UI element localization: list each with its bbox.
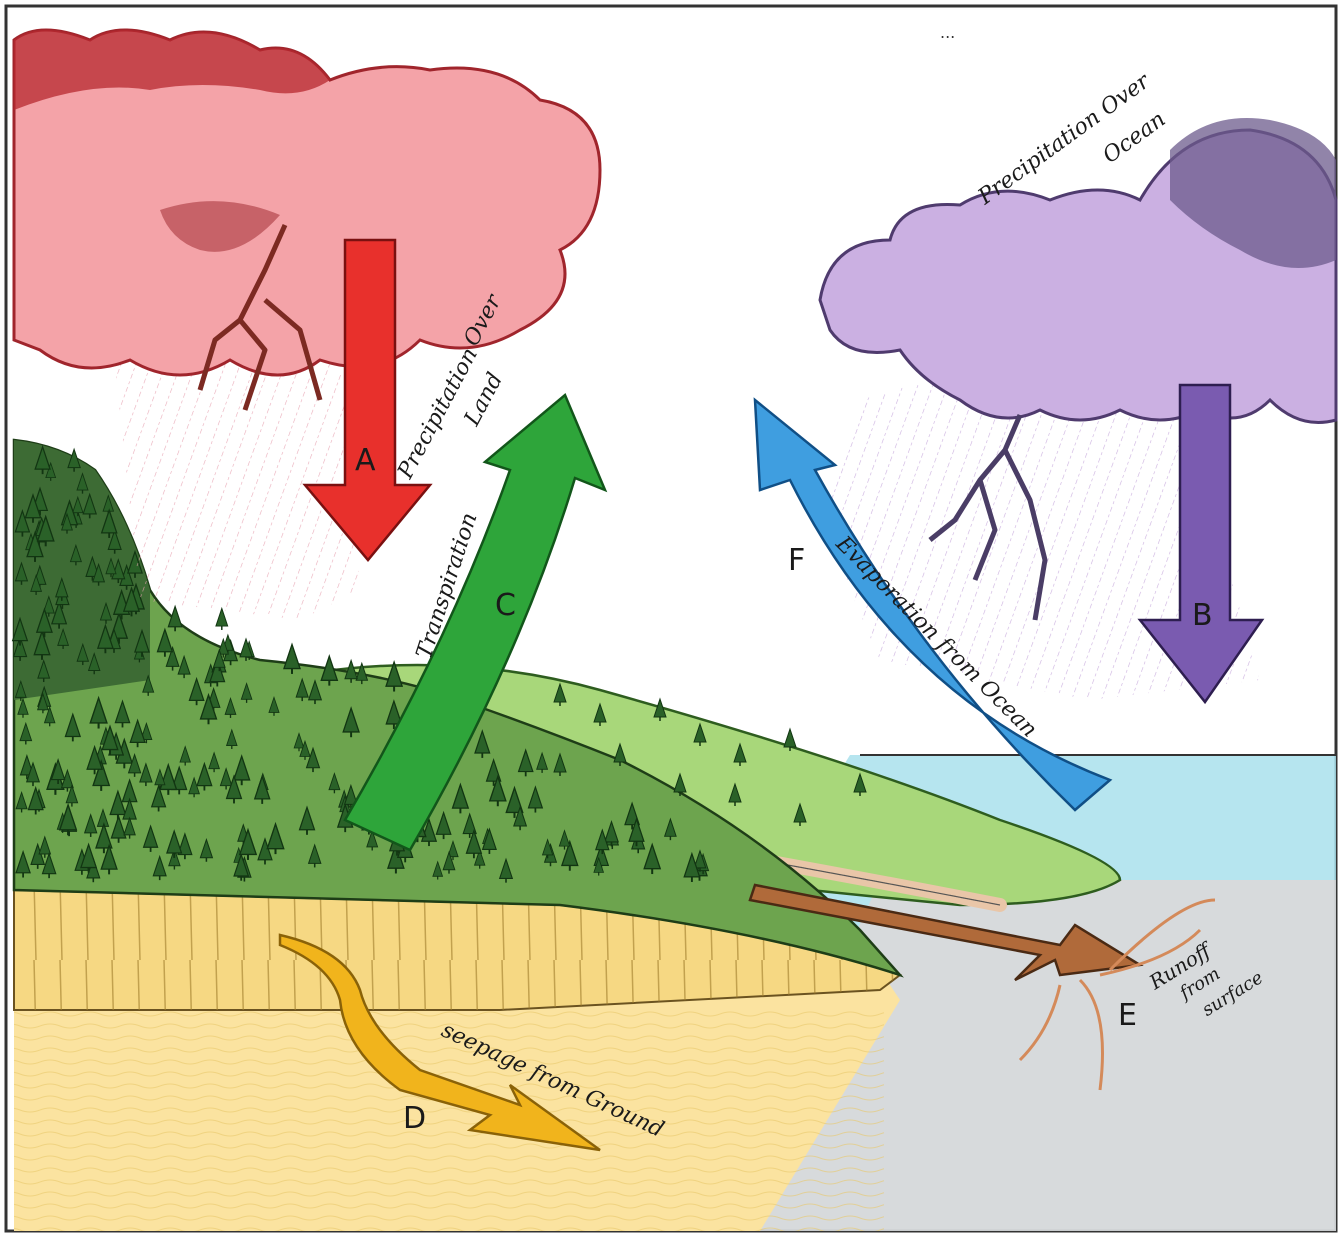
- letter-c: C: [495, 588, 516, 623]
- letter-b: B: [1192, 598, 1213, 633]
- letter-a: A: [355, 443, 376, 478]
- stray-marks: ...: [940, 23, 955, 42]
- letter-e: E: [1118, 998, 1137, 1033]
- letter-d: D: [403, 1101, 426, 1136]
- letter-f: F: [788, 543, 805, 578]
